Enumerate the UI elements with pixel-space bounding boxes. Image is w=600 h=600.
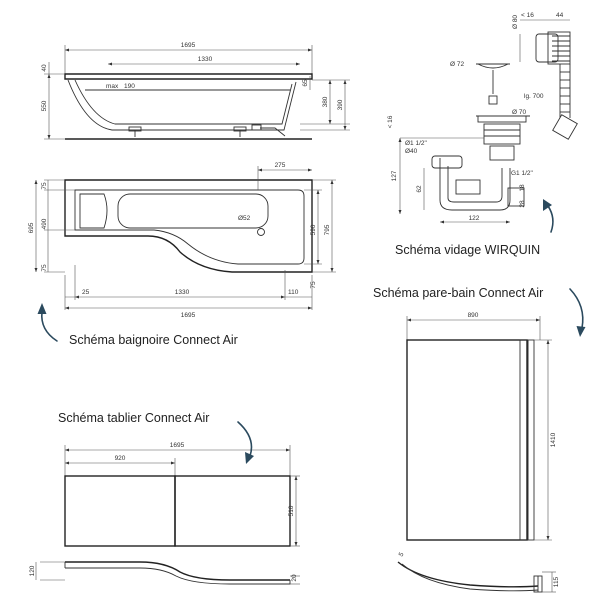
caption-vidage: Schéma vidage WIRQUIN: [395, 243, 541, 257]
top-dim-795: 795: [324, 224, 331, 235]
apron-510: 510: [288, 505, 295, 516]
drain-diagram: < 16 44 Ø 80 lg. 700 Ø 72 Ø 70 Ø1 1/2" Ø…: [387, 12, 578, 224]
bathtub-side-view: 1695 1330 max 190 550 40: [41, 42, 350, 140]
drain-lt16b: < 16: [387, 115, 394, 128]
top-dim-1330: 1330: [175, 289, 190, 296]
drain-d80: Ø 80: [512, 15, 519, 29]
arrow-baignoire: [37, 303, 58, 342]
apron-1695: 1695: [170, 442, 185, 449]
bathtub-top-view: Ø52 275 695 75 490 75 590 795 75: [28, 162, 336, 319]
drain-lg700: lg. 700: [524, 93, 544, 100]
screen-diagram: 890 1410 5 115: [397, 312, 560, 593]
apron-920: 920: [115, 455, 126, 462]
top-dim-275: 275: [275, 162, 286, 169]
side-length-1330: 1330: [198, 56, 213, 63]
screen-1410: 1410: [550, 432, 557, 447]
drain-62: 62: [416, 185, 423, 193]
max-value: 190: [124, 83, 135, 90]
drain-g112: G1 1/2": [511, 170, 534, 177]
side-length-1695: 1695: [181, 42, 196, 49]
apron-120: 120: [29, 565, 36, 576]
side-depth-390: 390: [337, 99, 344, 110]
arrow-pare-bain: [569, 288, 586, 337]
top-dim-75-bottom: 75: [41, 264, 48, 272]
top-dim-590: 590: [310, 224, 317, 235]
top-dim-490: 490: [41, 218, 48, 229]
side-right-65: 65: [302, 79, 309, 87]
drain-18: 18: [519, 184, 526, 192]
apron-diagram: 1695 920 510 120 20: [29, 442, 300, 585]
caption-tablier: Schéma tablier Connect Air: [58, 411, 210, 425]
arrow-vidage: [543, 199, 554, 233]
drain-44: 44: [556, 12, 564, 19]
top-dim-110: 110: [288, 289, 299, 296]
drain-d40: Ø40: [405, 148, 418, 155]
drain-thread: Ø1 1/2": [405, 140, 428, 147]
drain-127: 127: [391, 170, 398, 181]
screen-890: 890: [468, 312, 479, 319]
screen-5: 5: [398, 551, 406, 558]
drain-lt16: < 16: [521, 12, 534, 19]
drain-28: 28: [519, 200, 526, 208]
top-dim-1695: 1695: [181, 312, 196, 319]
apron-20: 20: [291, 574, 298, 582]
top-dim-75-right: 75: [310, 281, 317, 289]
side-height-550: 550: [41, 100, 48, 111]
drain-d72: Ø 72: [450, 61, 464, 68]
top-dim-75-top: 75: [41, 182, 48, 190]
drain-d70: Ø 70: [512, 109, 526, 116]
drain-122: 122: [469, 215, 480, 222]
side-depth-380: 380: [322, 96, 329, 107]
hole-diameter: Ø52: [238, 215, 251, 222]
caption-baignoire: Schéma baignoire Connect Air: [69, 333, 238, 347]
caption-pare-bain: Schéma pare-bain Connect Air: [373, 286, 544, 300]
arrow-tablier: [237, 421, 254, 464]
side-rim-40: 40: [41, 64, 48, 72]
screen-115: 115: [553, 576, 560, 587]
top-dim-695: 695: [28, 222, 35, 233]
max-label: max: [106, 83, 119, 90]
top-dim-25: 25: [82, 289, 90, 296]
